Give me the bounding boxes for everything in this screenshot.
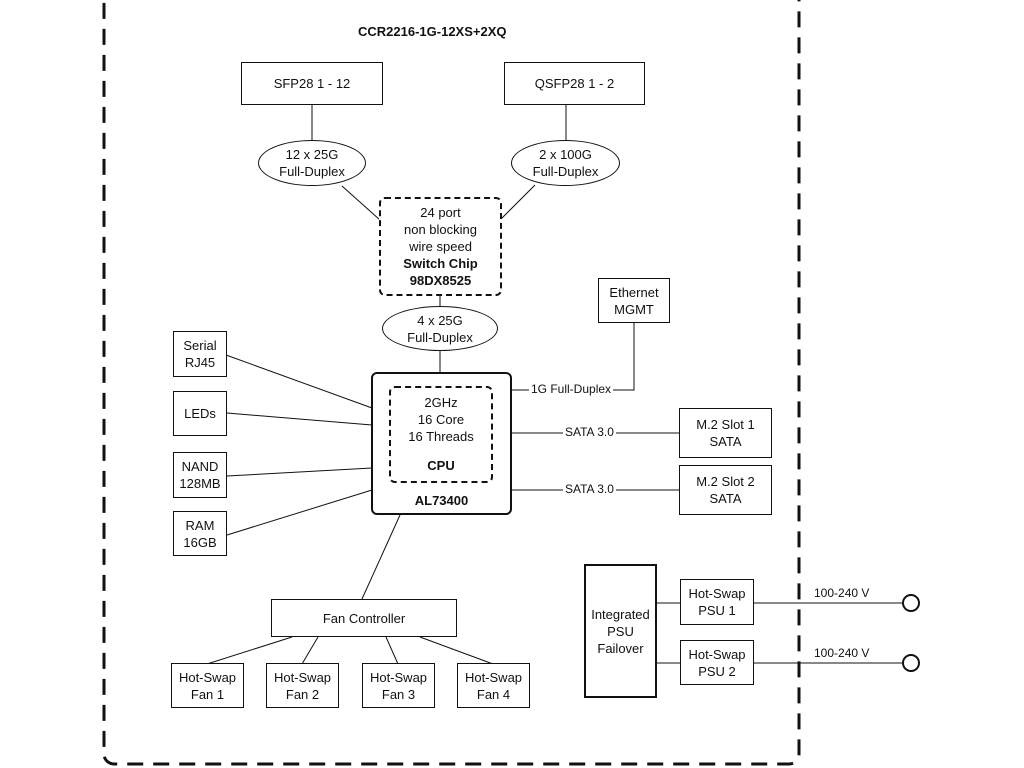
- connector-fan3: [385, 636, 399, 665]
- fan-controller: Fan Controller: [271, 599, 457, 637]
- switch-chip-model: 98DX8525: [409, 273, 472, 288]
- cpu-cores: 16 Core: [417, 412, 465, 427]
- leds: LEDs: [173, 391, 227, 436]
- connector-qsfp-switch: [499, 184, 536, 221]
- ram-label: RAM: [185, 517, 215, 533]
- cpu-core: 2GHz 16 Core 16 Threads CPU: [389, 386, 493, 483]
- enclosure-border: [102, 0, 801, 766]
- m2-slot1-label: M.2 Slot 1: [696, 417, 755, 432]
- ethernet-link-label: 1G Full-Duplex: [529, 382, 614, 396]
- psu-2-type: Hot-Swap: [688, 646, 746, 662]
- voltage-2-label: 100-240 V: [814, 646, 870, 660]
- cpu-model: AL73400: [414, 493, 469, 508]
- ram-size: 16GB: [183, 534, 217, 550]
- sfp28-label: SFP28 1 - 12: [273, 76, 351, 91]
- qsfp28-label: QSFP28 1 - 2: [534, 76, 615, 91]
- fan-1: Hot-Swap Fan 1: [171, 663, 244, 708]
- psu-2-label: PSU 2: [698, 663, 736, 679]
- sfp-link-oval: 12 x 25G Full-Duplex: [258, 140, 366, 186]
- power-input-2-icon: [902, 654, 920, 672]
- fan-1-label: Fan 1: [190, 686, 225, 702]
- serial-rj45: Serial RJ45: [173, 331, 227, 377]
- sata-link-2-label: SATA 3.0: [563, 482, 616, 496]
- fan-1-type: Hot-Swap: [178, 669, 237, 685]
- sfp28-ports: SFP28 1 - 12: [241, 62, 383, 105]
- cpu-link-speed: 4 x 25G: [417, 312, 463, 328]
- fan-3-label: Fan 3: [381, 686, 416, 702]
- psu-1-label: PSU 1: [698, 603, 736, 618]
- psu-1: Hot-Swap PSU 1: [680, 579, 754, 625]
- cpu-link-oval: 4 x 25G Full-Duplex: [382, 306, 498, 351]
- ram: RAM 16GB: [173, 511, 227, 556]
- qsfp-link-duplex: Full-Duplex: [532, 164, 599, 179]
- mgmt-label: MGMT: [614, 301, 654, 317]
- m2-slot2-iface: SATA: [709, 491, 742, 506]
- connector-ethernet: [512, 322, 635, 391]
- switch-desc-1: 24 port: [420, 205, 461, 220]
- diagram-title: CCR2216-1G-12XS+2XQ: [358, 24, 507, 39]
- connector-serial: [225, 354, 373, 409]
- qsfp28-ports: QSFP28 1 - 2: [504, 62, 645, 105]
- fan-controller-label: Fan Controller: [322, 610, 406, 626]
- switch-chip: 24 port non blocking wire speed Switch C…: [379, 197, 502, 296]
- m2-slot2-label: M.2 Slot 2: [696, 474, 755, 489]
- fan-2-type: Hot-Swap: [273, 669, 332, 685]
- rj45-label: RJ45: [184, 355, 216, 370]
- cpu-label: CPU: [427, 458, 455, 473]
- fan-4-type: Hot-Swap: [464, 669, 523, 685]
- fan-2: Hot-Swap Fan 2: [266, 663, 339, 708]
- psu-failover-line-3: Failover: [597, 640, 644, 656]
- connector-sfp-switch: [341, 185, 381, 221]
- fan-3-type: Hot-Swap: [369, 669, 428, 685]
- psu-failover-line-2: PSU: [607, 623, 634, 639]
- ethernet-label: Ethernet: [609, 284, 659, 300]
- connector-fan4: [419, 636, 494, 665]
- fan-4-label: Fan 4: [476, 686, 511, 702]
- voltage-1-label: 100-240 V: [814, 586, 870, 600]
- m2-slot1-iface: SATA: [709, 434, 742, 449]
- connector-leds: [226, 412, 373, 426]
- m2-slot-1: M.2 Slot 1 SATA: [679, 408, 772, 458]
- m2-slot-2: M.2 Slot 2 SATA: [679, 465, 772, 515]
- connector-ram: [226, 489, 373, 536]
- fan-2-label: Fan 2: [285, 686, 320, 702]
- connector-fan2: [301, 636, 319, 665]
- connector-nand: [226, 467, 373, 477]
- sfp-link-duplex: Full-Duplex: [279, 164, 345, 179]
- qsfp-link-oval: 2 x 100G Full-Duplex: [511, 140, 620, 186]
- nand-size: 128MB: [179, 476, 221, 491]
- psu-failover: Integrated PSU Failover: [584, 564, 657, 698]
- switch-desc-3: wire speed: [409, 239, 472, 254]
- fan-4: Hot-Swap Fan 4: [457, 663, 530, 708]
- psu-2: Hot-Swap PSU 2: [680, 640, 754, 685]
- ethernet-mgmt: Ethernet MGMT: [598, 278, 670, 323]
- sata-link-1-label: SATA 3.0: [563, 425, 616, 439]
- psu-failover-line-1: Integrated: [591, 606, 650, 622]
- cpu-clock: 2GHz: [424, 395, 458, 410]
- psu-1-type: Hot-Swap: [688, 586, 746, 601]
- serial-label: Serial: [183, 338, 217, 353]
- nand-label: NAND: [181, 459, 219, 474]
- nand: NAND 128MB: [173, 452, 227, 498]
- switch-desc-2: non blocking: [404, 222, 477, 237]
- leds-label: LEDs: [184, 406, 216, 421]
- power-input-1-icon: [902, 594, 920, 612]
- qsfp-link-speed: 2 x 100G: [539, 147, 592, 162]
- cpu-link-duplex: Full-Duplex: [407, 329, 473, 345]
- connector-fan1: [206, 636, 293, 665]
- connector-cpu-fan: [361, 514, 401, 600]
- sfp-link-speed: 12 x 25G: [285, 147, 339, 162]
- cpu-threads: 16 Threads: [408, 429, 474, 444]
- fan-3: Hot-Swap Fan 3: [362, 663, 435, 708]
- switch-chip-name: Switch Chip: [403, 256, 478, 271]
